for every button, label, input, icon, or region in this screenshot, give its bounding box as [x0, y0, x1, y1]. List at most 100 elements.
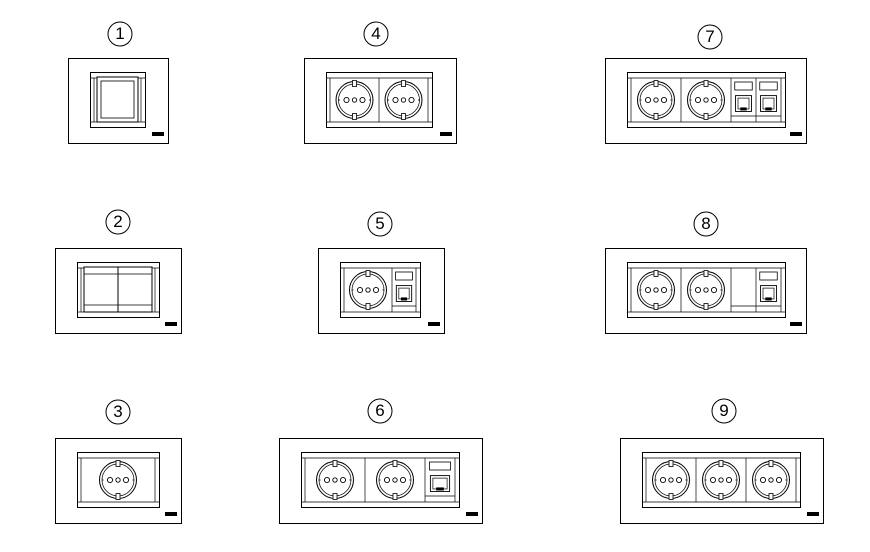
panel-number-label: 6: [375, 401, 385, 420]
socket-hole-icon: [392, 96, 399, 104]
earth-clip-icon: [653, 303, 659, 310]
earth-clip-icon: [401, 80, 406, 87]
rj45-inner-icon: [762, 97, 775, 110]
label-window-icon: [429, 461, 451, 471]
wall-plate-6: [279, 438, 483, 524]
earth-clip-icon: [718, 493, 724, 500]
wall-plate-7: [605, 58, 807, 144]
earth-clip-icon: [332, 460, 338, 467]
socket-hole-icon: [710, 286, 718, 294]
socket-hole-icon: [383, 476, 391, 484]
number-circle-icon: [105, 399, 131, 425]
socket-hole-icon: [408, 96, 415, 104]
indicator-mark-icon: [790, 322, 802, 326]
socket-hole-icon: [703, 97, 709, 103]
socket-hole-icon: [675, 476, 683, 484]
earth-clip-icon: [703, 303, 709, 310]
rj45-clip-icon: [436, 487, 444, 491]
module-schuko-socket: [752, 458, 797, 502]
indicator-mark-icon: [428, 322, 440, 326]
earth-clip-icon: [703, 270, 709, 277]
module-data-port: [731, 78, 757, 122]
socket-hole-icon: [351, 97, 358, 103]
module-schuko-socket: [376, 458, 426, 502]
socket-hole-icon: [659, 476, 667, 484]
rj45-clip-icon: [740, 107, 747, 111]
panel-number-label: 2: [113, 212, 123, 231]
earth-clip-icon: [115, 460, 121, 467]
earth-clip-icon: [115, 493, 121, 500]
indicator-mark-icon: [807, 512, 819, 516]
module-schuko-socket: [687, 268, 732, 312]
module-blank: [731, 268, 757, 312]
socket-hole-icon: [653, 287, 659, 293]
socket-hole-icon: [343, 96, 350, 104]
earth-clip-icon: [653, 113, 659, 120]
socket-hole-icon: [644, 286, 652, 294]
socket-hole-icon: [653, 97, 659, 103]
panel-number-label: 4: [371, 24, 381, 43]
module-data-port: [425, 458, 456, 502]
panel-number-label: 3: [113, 402, 123, 421]
indicator-mark-icon: [165, 322, 177, 326]
socket-hole-icon: [323, 476, 331, 484]
socket-hole-icon: [694, 96, 702, 104]
earth-clip-icon: [392, 493, 398, 500]
socket-hole-icon: [400, 97, 407, 103]
socket-hole-icon: [372, 286, 380, 294]
earth-clip-icon: [352, 80, 357, 87]
socket-hole-icon: [768, 477, 774, 483]
earth-clip-icon: [703, 80, 709, 87]
label-window-icon: [734, 81, 753, 91]
earth-clip-icon: [668, 493, 674, 500]
rj45-inner-icon: [432, 477, 448, 490]
socket-hole-icon: [356, 286, 364, 294]
socket-hole-icon: [775, 476, 783, 484]
earth-clip-icon: [668, 460, 674, 467]
wall-plate-8: [605, 248, 807, 334]
rj45-clip-icon: [765, 107, 772, 111]
module-schuko-socket: [329, 78, 380, 122]
module-schuko-socket: [630, 268, 682, 312]
socket-hole-icon: [718, 477, 724, 483]
rj45-clip-icon: [400, 297, 408, 301]
earth-clip-icon: [401, 113, 406, 120]
earth-clip-icon: [352, 113, 357, 120]
number-circle-icon: [697, 24, 723, 50]
socket-hole-icon: [710, 96, 718, 104]
socket-hole-icon: [332, 477, 338, 483]
panel-number-label: 7: [705, 27, 715, 46]
module-schuko-socket: [645, 458, 697, 502]
label-window-icon: [395, 271, 413, 281]
rocker-face-icon: [100, 80, 135, 119]
module-switch: [93, 76, 142, 123]
wall-plate-2: [55, 248, 182, 334]
socket-hole-icon: [106, 476, 114, 484]
socket-hole-icon: [725, 476, 733, 484]
socket-hole-icon: [339, 476, 347, 484]
number-circle-icon: [367, 398, 393, 424]
earth-clip-icon: [332, 493, 338, 500]
earth-clip-icon: [718, 460, 724, 467]
number-circle-icon: [105, 209, 131, 235]
wall-plate-9: [620, 438, 824, 524]
earth-clip-icon: [703, 113, 709, 120]
socket-hole-icon: [660, 96, 668, 104]
panel-number-label: 5: [375, 214, 385, 233]
panel-number-label: 9: [719, 401, 729, 420]
socket-hole-icon: [115, 477, 121, 483]
module-data-port: [756, 78, 782, 122]
socket-hole-icon: [709, 476, 717, 484]
socket-hole-icon: [399, 476, 407, 484]
earth-clip-icon: [768, 493, 774, 500]
socket-hole-icon: [644, 96, 652, 104]
socket-hole-icon: [694, 286, 702, 294]
label-window-icon: [759, 81, 778, 91]
rj45-clip-icon: [765, 297, 772, 301]
rj45-inner-icon: [762, 287, 775, 300]
number-circle-icon: [107, 21, 133, 47]
socket-hole-icon: [668, 477, 674, 483]
earth-clip-icon: [768, 460, 774, 467]
